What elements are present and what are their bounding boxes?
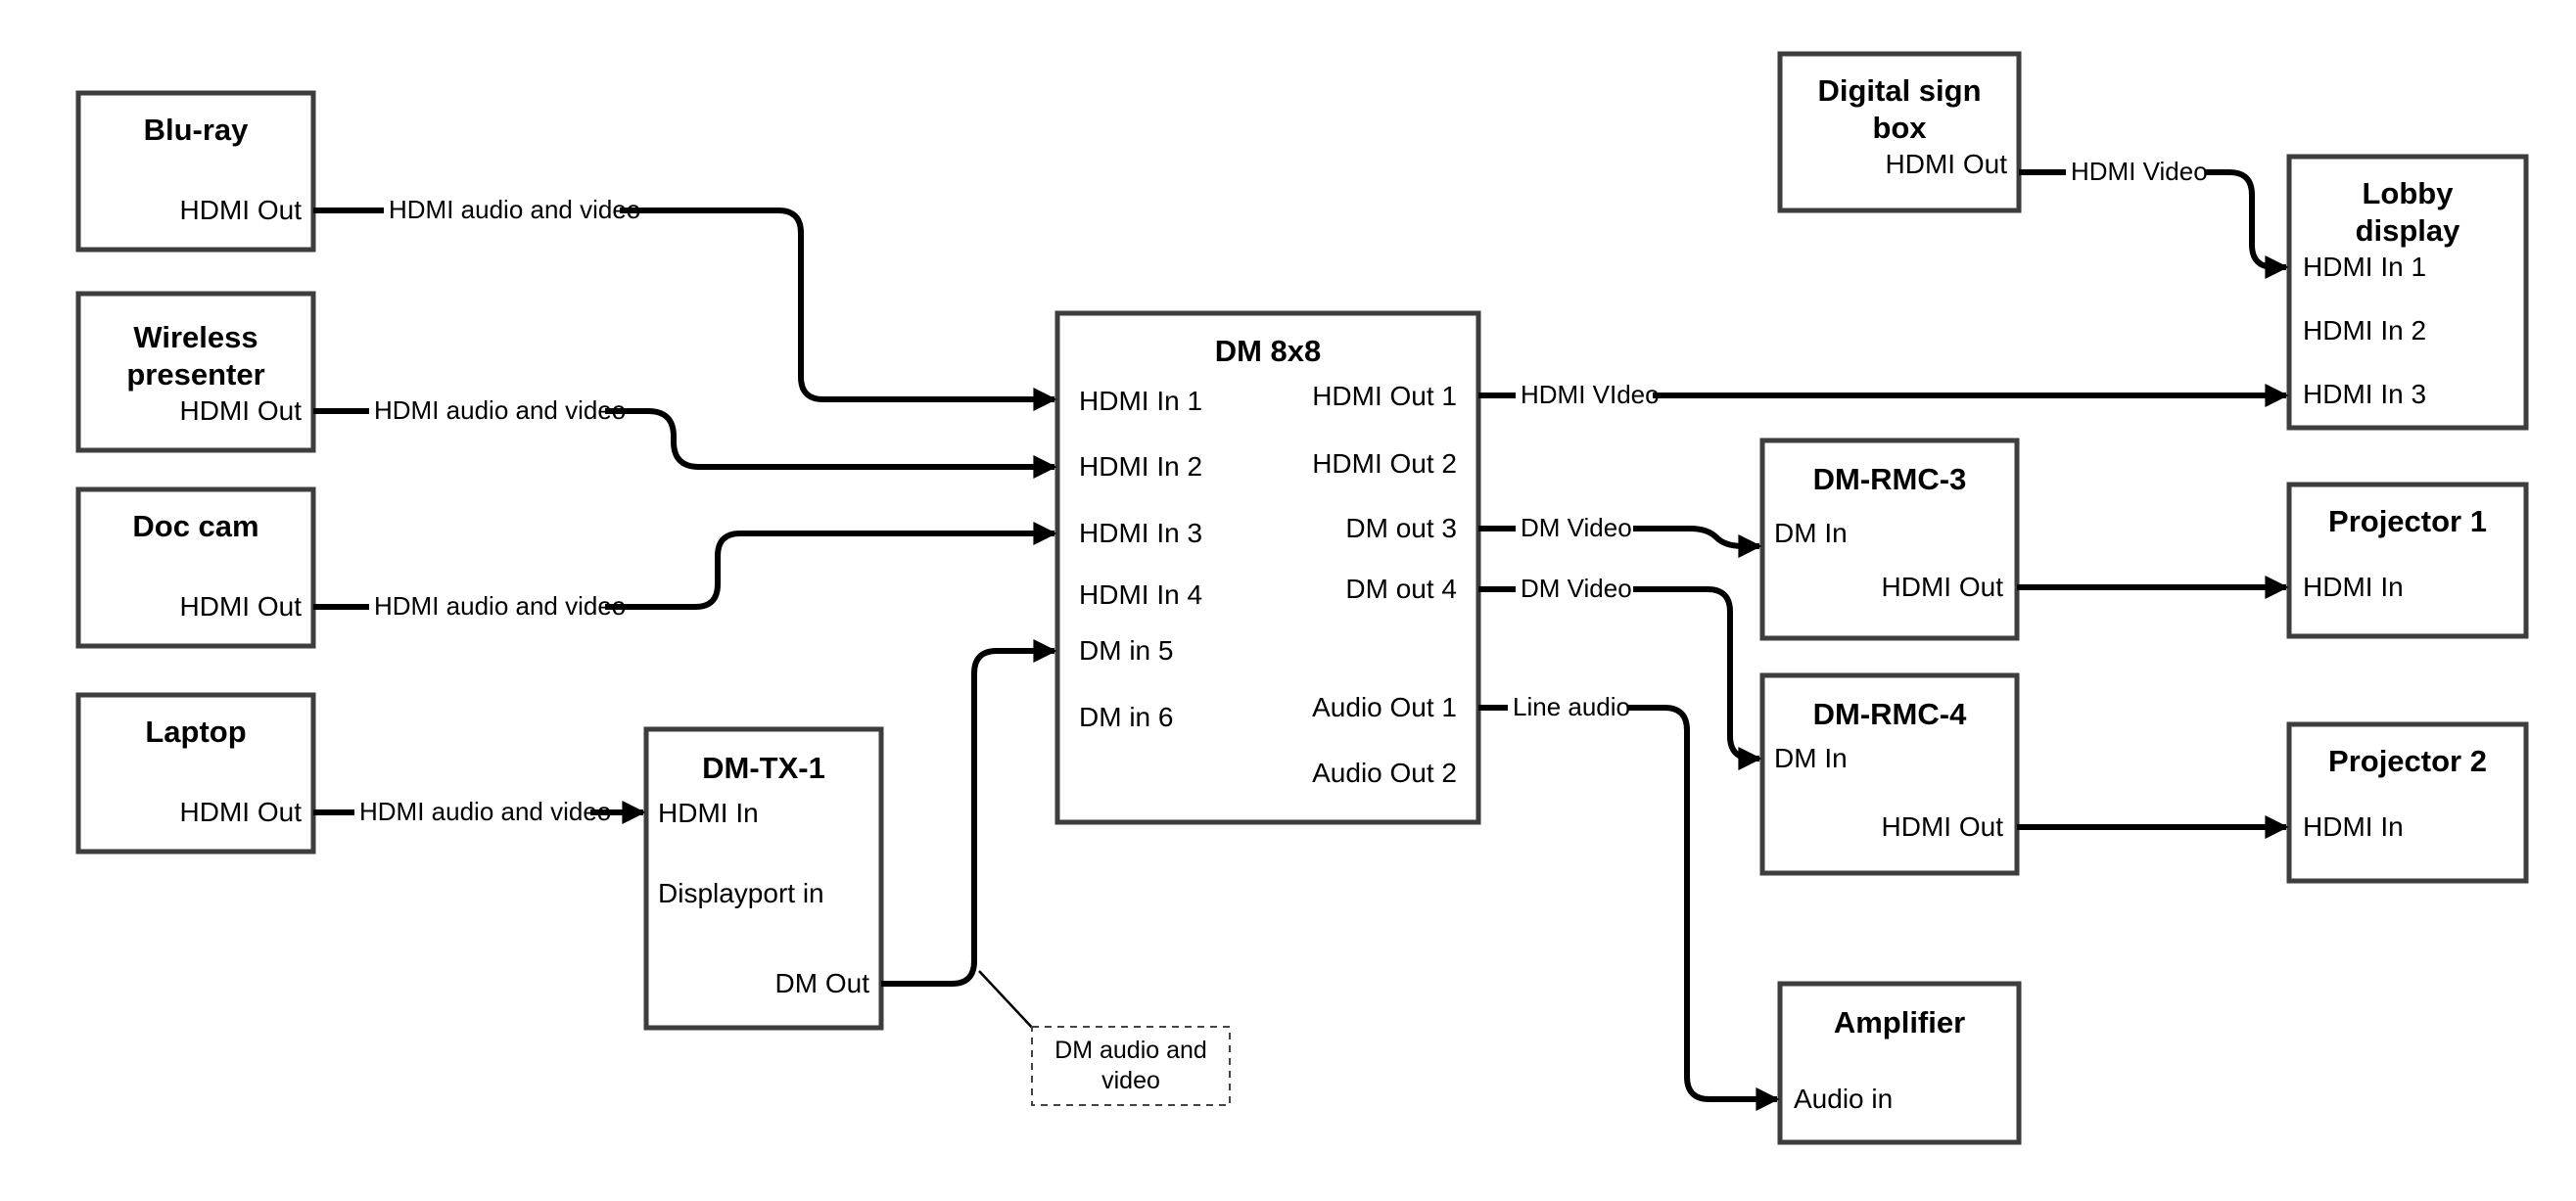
wire-label: DM Video	[1521, 513, 1632, 542]
node-title-wireless-presenter: presenter	[126, 357, 264, 392]
node-box-dm-rmc-4	[1759, 672, 2020, 876]
node-projector-1: Projector 1 HDMI In	[2286, 482, 2529, 639]
port-label-dm-8x8: DM out 3	[1345, 513, 1457, 543]
wireless-wire-b	[605, 408, 1057, 479]
node-projector-2: Projector 2 HDMI In	[2286, 721, 2529, 884]
audioout1-wire-b	[1627, 705, 1780, 1111]
wire-label: HDMI audio and video	[359, 797, 611, 826]
node-box-wireless-presenter	[75, 291, 316, 453]
port-label-projector-1: HDMI In	[2303, 572, 2404, 602]
port-label-dm-rmc-3: HDMI Out	[1882, 572, 2004, 602]
doccam-wire-b	[605, 522, 1057, 610]
port-label-projector-2: HDMI In	[2303, 811, 2404, 842]
node-title-projector-2: Projector 2	[2328, 744, 2487, 778]
note-box	[1031, 1026, 1231, 1106]
note-layer: DM audio and video	[978, 970, 1231, 1106]
note-leader-line	[978, 970, 1037, 1033]
port-label-dm-8x8: DM in 5	[1079, 635, 1173, 666]
node-box-digital-sign-box	[1777, 51, 2022, 213]
wire-label: HDMI Video	[2071, 157, 2208, 186]
port-label-dm-8x8: DM in 6	[1079, 702, 1173, 732]
node-box-dm-tx-1	[643, 726, 884, 1031]
port-label-dm-8x8: HDMI In 1	[1079, 386, 1202, 416]
port-label-dm-8x8: HDMI In 2	[1079, 451, 1202, 482]
node-title-lobby-display: display	[2356, 213, 2461, 248]
node-box-laptop	[75, 692, 316, 855]
wire-label: HDMI audio and video	[374, 395, 626, 425]
bluray-wire-b	[620, 208, 1057, 411]
port-label-lobby-display: HDMI In 2	[2303, 315, 2426, 346]
port-label-dm-rmc-4: HDMI Out	[1882, 811, 2004, 842]
dm-audio-and-video-note: DM audio and video	[978, 970, 1231, 1106]
node-title-dm-8x8: DM 8x8	[1215, 334, 1322, 368]
wire-label: HDMI VIdeo	[1521, 380, 1660, 409]
port-label-dm-8x8: HDMI In 3	[1079, 518, 1202, 548]
node-title-projector-1: Projector 1	[2328, 504, 2487, 538]
port-label-doc-cam: HDMI Out	[180, 591, 303, 622]
node-box-dm-rmc-3	[1759, 438, 2020, 641]
port-label-dm-tx-1: HDMI In	[658, 798, 759, 828]
node-box-doc-cam	[75, 486, 316, 649]
port-label-dm-8x8: HDMI In 4	[1079, 579, 1202, 610]
dmtx-dmout-wire	[881, 639, 1057, 987]
port-label-digital-sign-box: HDMI Out	[1886, 149, 2008, 179]
port-label-dm-8x8: Audio Out 2	[1312, 758, 1457, 788]
wire-label: HDMI audio and video	[374, 591, 626, 621]
node-box-blu-ray	[75, 90, 316, 253]
port-label-dm-rmc-3: DM In	[1774, 518, 1848, 548]
port-label-dm-8x8: Audio Out 1	[1312, 692, 1457, 722]
note-text: video	[1101, 1067, 1160, 1094]
port-label-dm-tx-1: Displayport in	[658, 878, 824, 908]
node-box-projector-1	[2286, 482, 2529, 639]
port-label-blu-ray: HDMI Out	[180, 195, 303, 225]
port-label-dm-rmc-4: DM In	[1774, 743, 1848, 773]
node-box-projector-2	[2286, 721, 2529, 884]
wire-label: Line audio	[1513, 692, 1630, 721]
dmout3-wire-b	[1633, 526, 1762, 558]
node-box-lobby-display	[2286, 154, 2529, 431]
port-label-lobby-display: HDMI In 3	[2303, 379, 2426, 409]
port-label-dm-tx-1: DM Out	[775, 968, 870, 998]
node-dm-rmc-4: DM-RMC-4 DM In HDMI Out	[1759, 672, 2020, 876]
wire-label: DM Video	[1521, 574, 1632, 603]
node-title-digital-sign-box: box	[1872, 111, 1927, 145]
node-title-dm-rmc-4: DM-RMC-4	[1813, 697, 1967, 731]
node-title-lobby-display: Lobby	[2363, 176, 2455, 210]
node-title-wireless-presenter: Wireless	[133, 320, 258, 354]
node-title-blu-ray: Blu-ray	[144, 113, 250, 147]
node-box-dm-8x8	[1054, 310, 1481, 825]
port-label-dm-8x8: HDMI Out 2	[1312, 448, 1457, 479]
node-dm-rmc-3: DM-RMC-3 DM In HDMI Out	[1759, 438, 2020, 641]
port-label-wireless-presenter: HDMI Out	[180, 395, 303, 426]
digisign-wire-b	[2205, 169, 2289, 279]
node-title-dm-rmc-3: DM-RMC-3	[1813, 462, 1967, 496]
node-title-digital-sign-box: Digital sign	[1817, 73, 1981, 108]
port-label-laptop: HDMI Out	[180, 797, 303, 827]
wires-layer	[313, 169, 2289, 1111]
node-box-amplifier	[1777, 981, 2022, 1145]
port-label-dm-8x8: DM out 4	[1345, 574, 1457, 604]
node-title-amplifier: Amplifier	[1834, 1005, 1965, 1039]
port-label-amplifier: Audio in	[1794, 1084, 1893, 1114]
port-label-dm-8x8: HDMI Out 1	[1312, 381, 1457, 411]
node-title-doc-cam: Doc cam	[132, 509, 258, 543]
node-title-laptop: Laptop	[145, 715, 246, 749]
dmout4-wire-b	[1633, 586, 1762, 770]
node-title-dm-tx-1: DM-TX-1	[702, 751, 825, 785]
note-text: DM audio and	[1054, 1037, 1207, 1064]
wire-label: HDMI audio and video	[389, 195, 640, 224]
port-label-lobby-display: HDMI In 1	[2303, 252, 2426, 282]
